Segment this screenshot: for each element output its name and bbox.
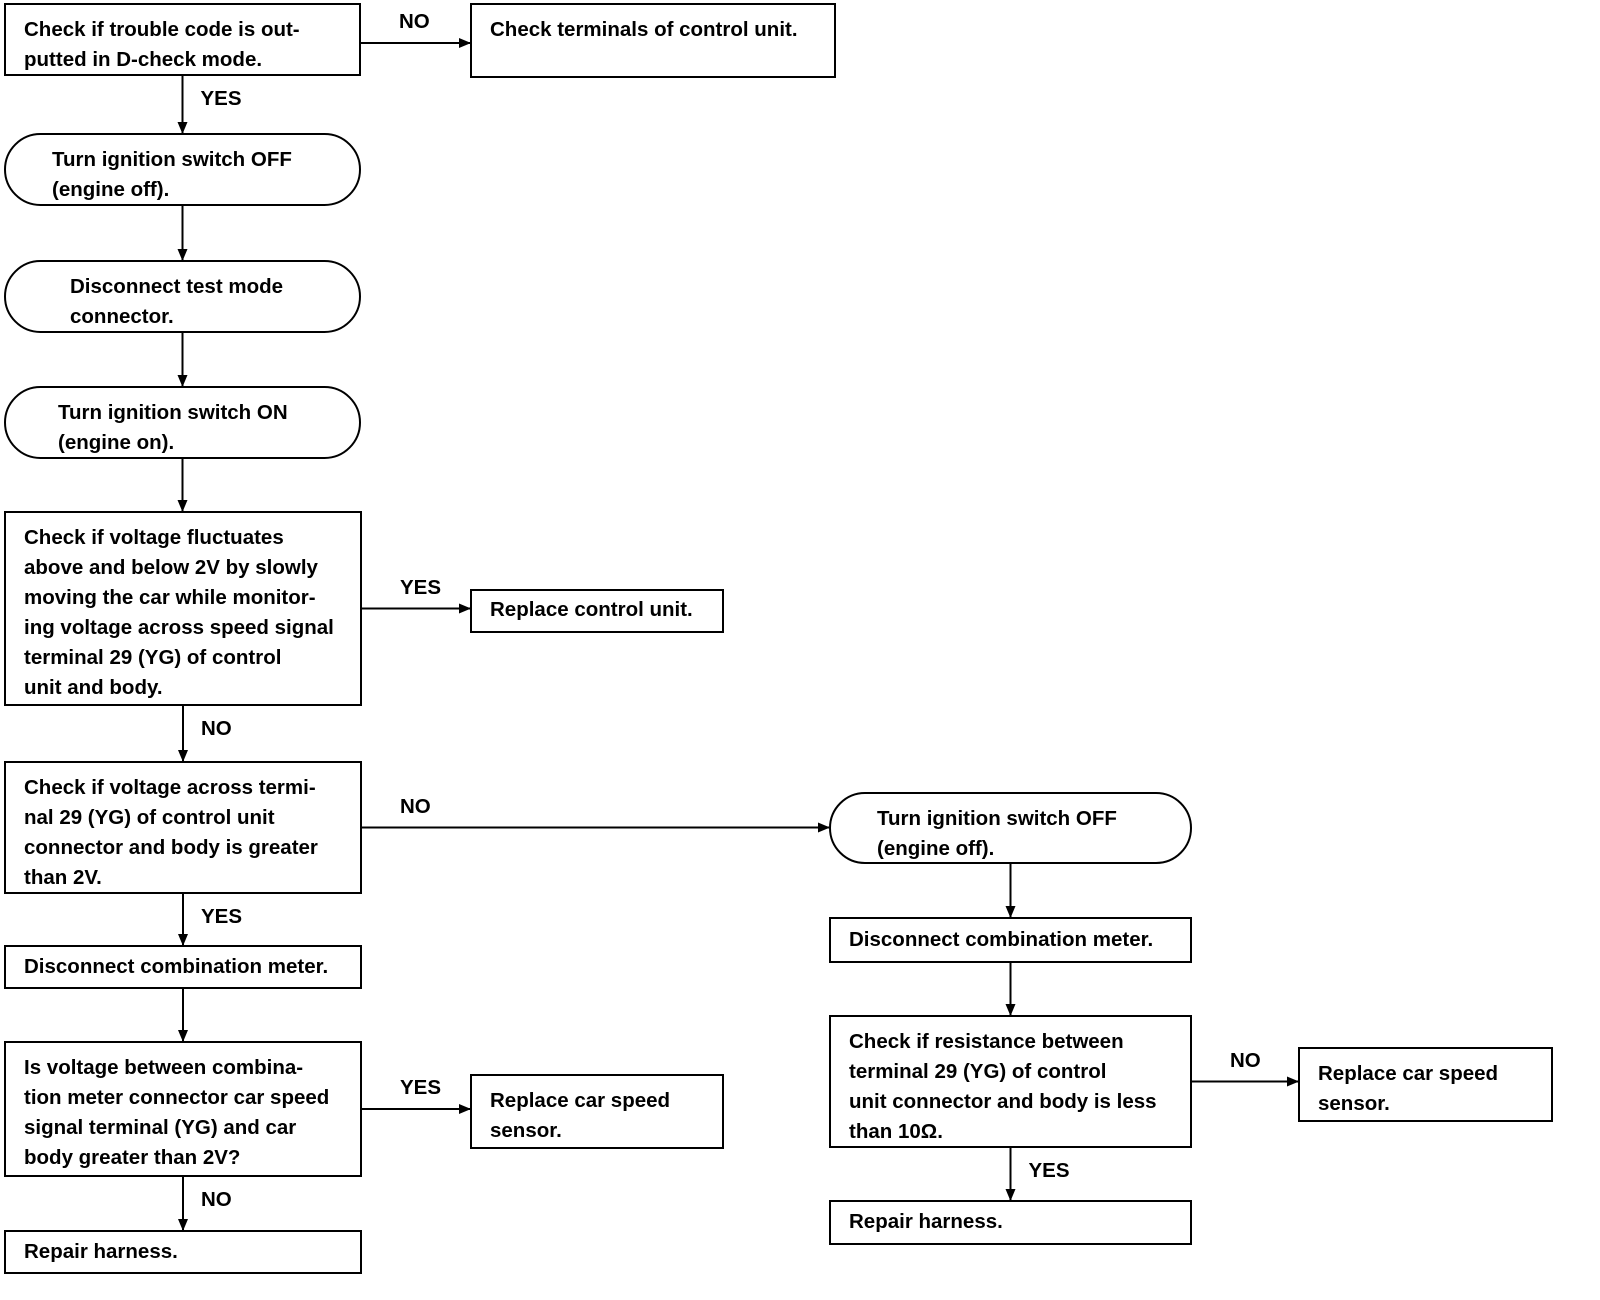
- edge-label-no: NO: [1230, 1048, 1261, 1072]
- edge-label-yes: YES: [201, 905, 243, 928]
- edge-label-no: NO: [400, 794, 431, 818]
- edge-label-no: NO: [201, 1188, 232, 1211]
- step-check-resistance: Check if resistance between terminal 29 …: [829, 1015, 1192, 1148]
- step-check-trouble-code: Check if trouble code is out- putted in …: [4, 3, 361, 76]
- edge-label-no: NO: [201, 717, 232, 740]
- edge-label-yes: YES: [200, 87, 242, 110]
- step-check-meter-connector-voltage: Is voltage between combina- tion meter c…: [4, 1041, 362, 1177]
- step-repair-harness-right: Repair harness.: [829, 1200, 1192, 1245]
- edge-label-yes: YES: [1028, 1159, 1070, 1182]
- edge-label-yes: YES: [400, 575, 442, 599]
- step-disconnect-combination-meter-right: Disconnect combination meter.: [829, 917, 1192, 963]
- step-ignition-off: Turn ignition switch OFF (engine off).: [4, 133, 361, 206]
- step-check-terminals: Check terminals of control unit.: [470, 3, 836, 78]
- step-repair-harness: Repair harness.: [4, 1230, 362, 1274]
- step-replace-speed-sensor-right: Replace car speed sensor.: [1298, 1047, 1553, 1122]
- step-ignition-on: Turn ignition switch ON (engine on).: [4, 386, 361, 459]
- step-ignition-off-right: Turn ignition switch OFF (engine off).: [829, 792, 1192, 864]
- step-disconnect-combination-meter: Disconnect combination meter.: [4, 945, 362, 989]
- step-replace-control-unit: Replace control unit.: [470, 589, 724, 633]
- step-check-voltage-terminal-29: Check if voltage across termi- nal 29 (Y…: [4, 761, 362, 894]
- edge-label-yes: YES: [400, 1076, 442, 1099]
- edge-label-no: NO: [399, 10, 430, 33]
- step-check-voltage-fluctuation: Check if voltage fluctuates above and be…: [4, 511, 362, 706]
- step-replace-speed-sensor: Replace car speed sensor.: [470, 1074, 724, 1149]
- step-disconnect-test-connector: Disconnect test mode connector.: [4, 260, 361, 333]
